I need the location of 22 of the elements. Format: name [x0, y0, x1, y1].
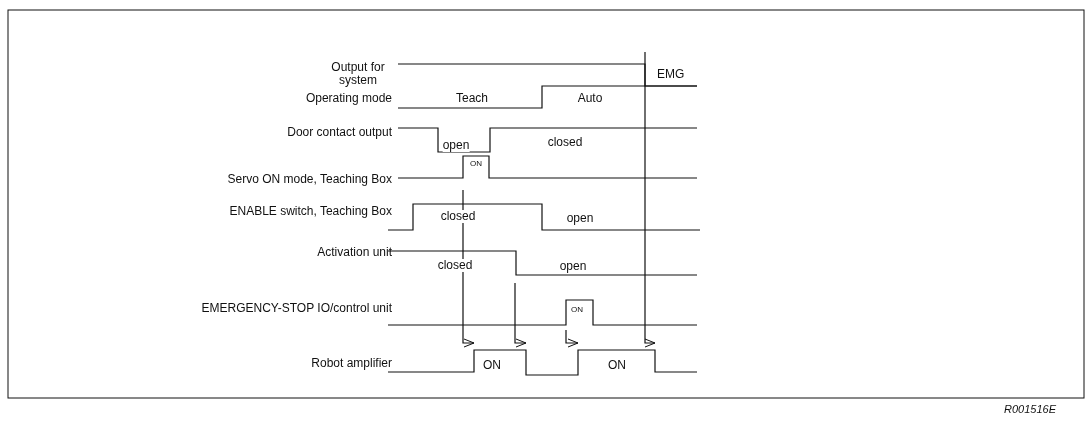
state-label: ON: [470, 159, 482, 168]
signal-name: Servo ON mode, Teaching Box: [227, 173, 392, 186]
state-label: Auto: [577, 92, 603, 105]
signal-name: Robot amplifier: [311, 357, 392, 370]
state-label: ON: [571, 305, 583, 314]
state-label: ON: [483, 359, 501, 372]
state-label: open: [566, 212, 594, 225]
state-label: Teach: [456, 92, 488, 105]
state-label: EMG: [657, 68, 685, 81]
state-label: closed: [440, 210, 476, 223]
state-label: closed: [437, 259, 473, 272]
state-label: closed: [547, 136, 583, 149]
signal-name: Operating mode: [305, 92, 392, 105]
state-label: ON: [608, 359, 626, 372]
signal-name: ENABLE switch, Teaching Box: [229, 205, 392, 218]
state-label: open: [442, 139, 470, 152]
signal-name: Activation unit: [317, 246, 392, 259]
signal-name: Door contact output: [287, 126, 392, 139]
figure-code: R001516E: [1004, 403, 1056, 415]
signal-name: EMERGENCY-STOP IO/control unit: [201, 302, 392, 315]
state-label: open: [559, 260, 587, 273]
signal-name: Output for system: [330, 61, 386, 87]
